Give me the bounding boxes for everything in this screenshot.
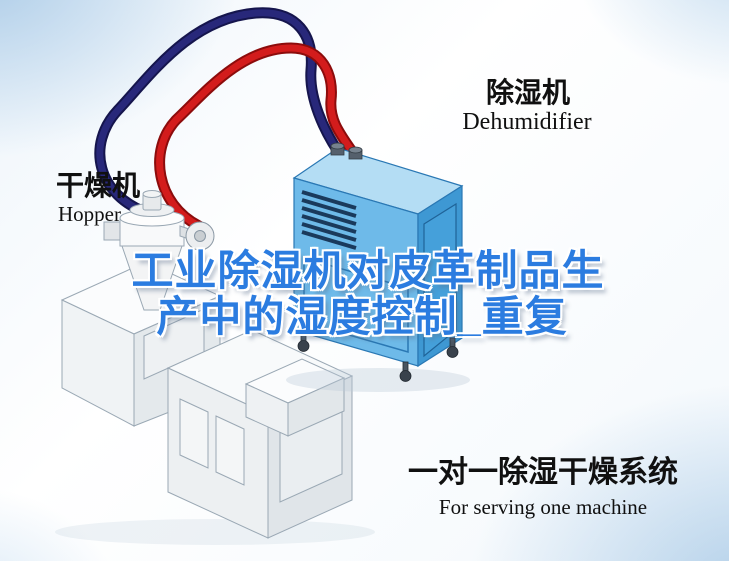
vent-grille-icon (301, 190, 357, 250)
production-machine-illustration (55, 261, 375, 545)
door-handle-icon (448, 266, 452, 282)
dehumidifier-illustration (286, 142, 470, 392)
dehumidifier-label-cn: 除湿机 (485, 77, 571, 108)
main-title-line2: 产中的湿度控制_重复 (156, 293, 568, 340)
side-door (423, 202, 457, 358)
system-label-en: For serving one machine (438, 495, 648, 519)
red-pipe-icon (156, 44, 363, 230)
hopper-label-cn: 干燥机 (56, 170, 141, 201)
caster-wheels-icon (297, 331, 459, 382)
hopper-illustration (103, 190, 215, 311)
hopper-motor (103, 221, 121, 241)
system-label-cn: 一对一除湿干燥系统 (408, 456, 678, 489)
navy-pipe-icon (96, 9, 348, 218)
main-title-line1: 工业除湿机对皮革制品生 (131, 247, 605, 294)
front-access-panel (303, 257, 409, 353)
pipe-connector-stubs (330, 142, 363, 160)
hopper-label-en: Hopper (58, 202, 121, 226)
dehumidifier-label-en: Dehumidifier (462, 109, 592, 135)
pipes (94, 7, 365, 232)
